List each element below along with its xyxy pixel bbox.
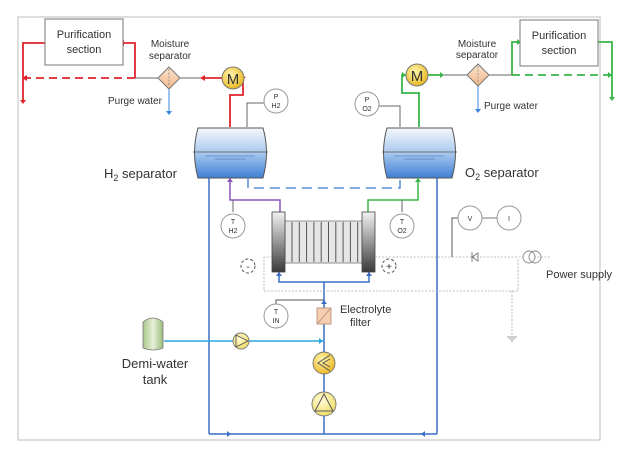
svg-text:+: +: [386, 262, 392, 273]
svg-text:H2: H2: [229, 228, 238, 235]
svg-text:I: I: [508, 216, 510, 223]
o2-lye-line: [367, 178, 419, 212]
arrow-icon: [227, 178, 233, 182]
heat-exchanger-icon: [312, 351, 336, 375]
circulation-pump-icon: [311, 391, 337, 417]
demi-water-tank: [142, 317, 164, 351]
h2-lye-line: [229, 178, 281, 212]
h2-gas-line: [22, 42, 244, 127]
svg-text:P: P: [365, 97, 370, 104]
svg-text:H2: H2: [272, 103, 281, 110]
positive-terminal-icon: +: [381, 258, 397, 274]
p-h2-line: [246, 102, 264, 127]
purification-right-label-1: Purification: [532, 30, 586, 42]
svg-text:O2: O2: [397, 228, 406, 235]
arrow-icon: [415, 178, 421, 182]
arrow-icon: [608, 72, 612, 78]
purge-water-right-label: Purge water: [484, 101, 539, 112]
pressure-o2-instrument: P O2: [354, 91, 380, 117]
svg-text:M: M: [411, 68, 424, 85]
equalisation-line: [247, 178, 401, 189]
arrow-icon: [319, 338, 323, 344]
arrow-icon: [366, 272, 372, 276]
pressure-h2-instrument: P H2: [263, 88, 289, 114]
purge-water-left-label: Purge water: [108, 96, 163, 107]
moisture-right-label-2: separator: [456, 50, 499, 61]
purification-section-right: [519, 19, 599, 67]
svg-text:IN: IN: [273, 318, 280, 325]
svg-text:T: T: [400, 219, 405, 226]
arrow-icon: [276, 272, 282, 276]
electrolyte-filter: [316, 307, 332, 325]
arrow-icon: [20, 100, 26, 104]
voltmeter: V: [457, 205, 483, 231]
electrical-wiring: [263, 256, 550, 336]
stack-endplate-right: [361, 211, 376, 273]
power-supply-icon: [522, 250, 542, 264]
stack-endplate-left: [271, 211, 286, 273]
h2-separator-label: H2 separator: [104, 166, 178, 183]
demi-water-label-2: tank: [143, 372, 168, 387]
p-o2-line: [379, 105, 401, 127]
svg-text:-: -: [246, 262, 249, 273]
svg-text:O2: O2: [362, 106, 371, 113]
power-supply-label: Power supply: [546, 269, 613, 281]
arrow-icon: [440, 72, 444, 78]
demi-water-label-1: Demi-water: [122, 356, 189, 371]
svg-text:T: T: [231, 219, 236, 226]
purification-section-left: [44, 18, 124, 66]
temperature-o2-instrument: T O2: [389, 213, 415, 239]
electrolyte-loop: [208, 178, 438, 435]
arrow-icon: [22, 75, 27, 81]
svg-text:T: T: [274, 309, 279, 316]
svg-text:P: P: [274, 94, 279, 101]
negative-terminal-icon: -: [240, 258, 256, 274]
electrolyte-filter-label-2: filter: [350, 317, 371, 329]
svg-text:M: M: [227, 71, 240, 88]
moisture-right-label-1: Moisture: [458, 39, 497, 50]
arrow-icon: [517, 39, 521, 45]
meter-line: [451, 217, 458, 257]
temperature-h2-instrument: T H2: [220, 213, 246, 239]
o2-separator-vessel: [382, 127, 457, 179]
feed-pump-icon: [232, 332, 250, 350]
o2-separator-label: O2 separator: [465, 165, 539, 182]
temperature-in-instrument: T IN: [263, 303, 289, 329]
arrow-icon: [421, 431, 425, 437]
svg-text:V: V: [468, 216, 473, 223]
electrolyser-stack: [271, 211, 376, 273]
electrolyte-filter-label-1: Electrolyte: [340, 304, 391, 316]
arrow-icon: [609, 97, 615, 101]
ammeter: I: [496, 205, 522, 231]
arrow-icon: [321, 300, 327, 304]
arrow-icon: [166, 111, 172, 115]
purification-left-label-2: section: [67, 44, 102, 56]
h2-separator-vessel: [193, 127, 268, 179]
arrow-icon: [200, 75, 205, 81]
arrow-icon: [227, 431, 231, 437]
arrow-icon: [402, 72, 406, 78]
moisture-left-label-1: Moisture: [151, 39, 190, 50]
cooler-motor-left: M: [221, 66, 245, 90]
purification-left-label-1: Purification: [57, 29, 111, 41]
diode-icon: [471, 252, 479, 262]
moisture-left-label-2: separator: [149, 51, 192, 62]
arrow-icon: [475, 109, 481, 113]
cooler-motor-right: M: [405, 63, 429, 87]
ground-icon: [507, 336, 517, 342]
purification-right-label-2: section: [542, 45, 577, 57]
